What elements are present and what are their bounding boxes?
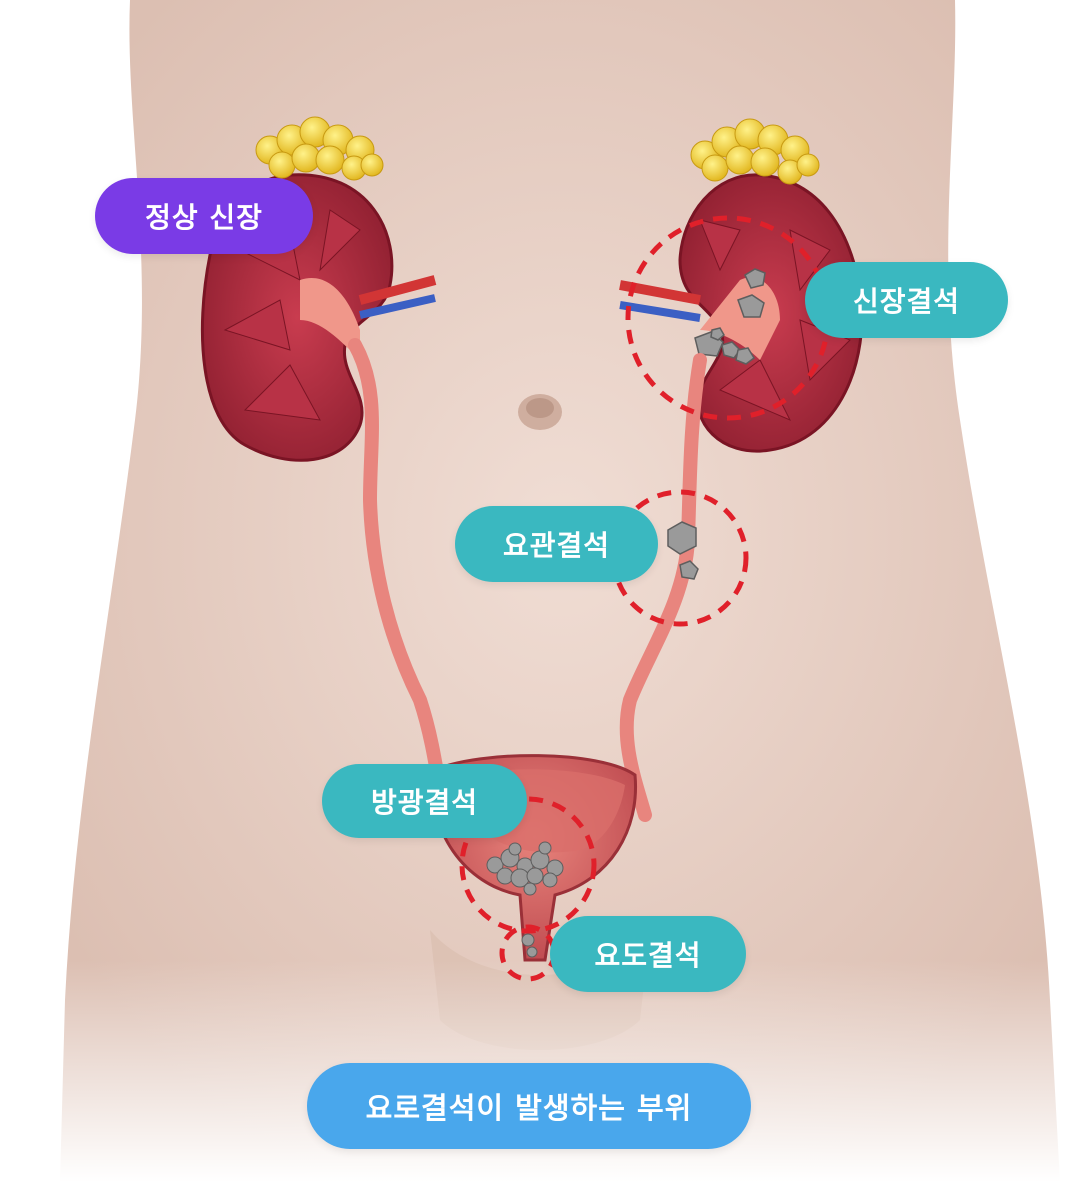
bladder-stones: [486, 841, 564, 896]
stone-kidney: [619, 118, 864, 453]
ureters: [348, 338, 707, 822]
urethra-stone-label: 요도결석: [550, 916, 746, 992]
ureter-stone-label: 요관결석: [455, 506, 658, 582]
kidney-stone-label: 신장결석: [805, 262, 1008, 338]
ureter-stone-highlight: [611, 489, 749, 627]
urethra-stones: [521, 933, 538, 958]
bladder-stone-highlight: [459, 796, 597, 934]
normal-kidney-label: 정상 신장: [95, 178, 313, 254]
caption-label: 요로결석이 발생하는 부위: [307, 1063, 751, 1149]
kidney-stones: [694, 268, 766, 365]
bladder-stone-label: 방광결석: [322, 764, 527, 838]
ureter-stones: [667, 521, 699, 580]
